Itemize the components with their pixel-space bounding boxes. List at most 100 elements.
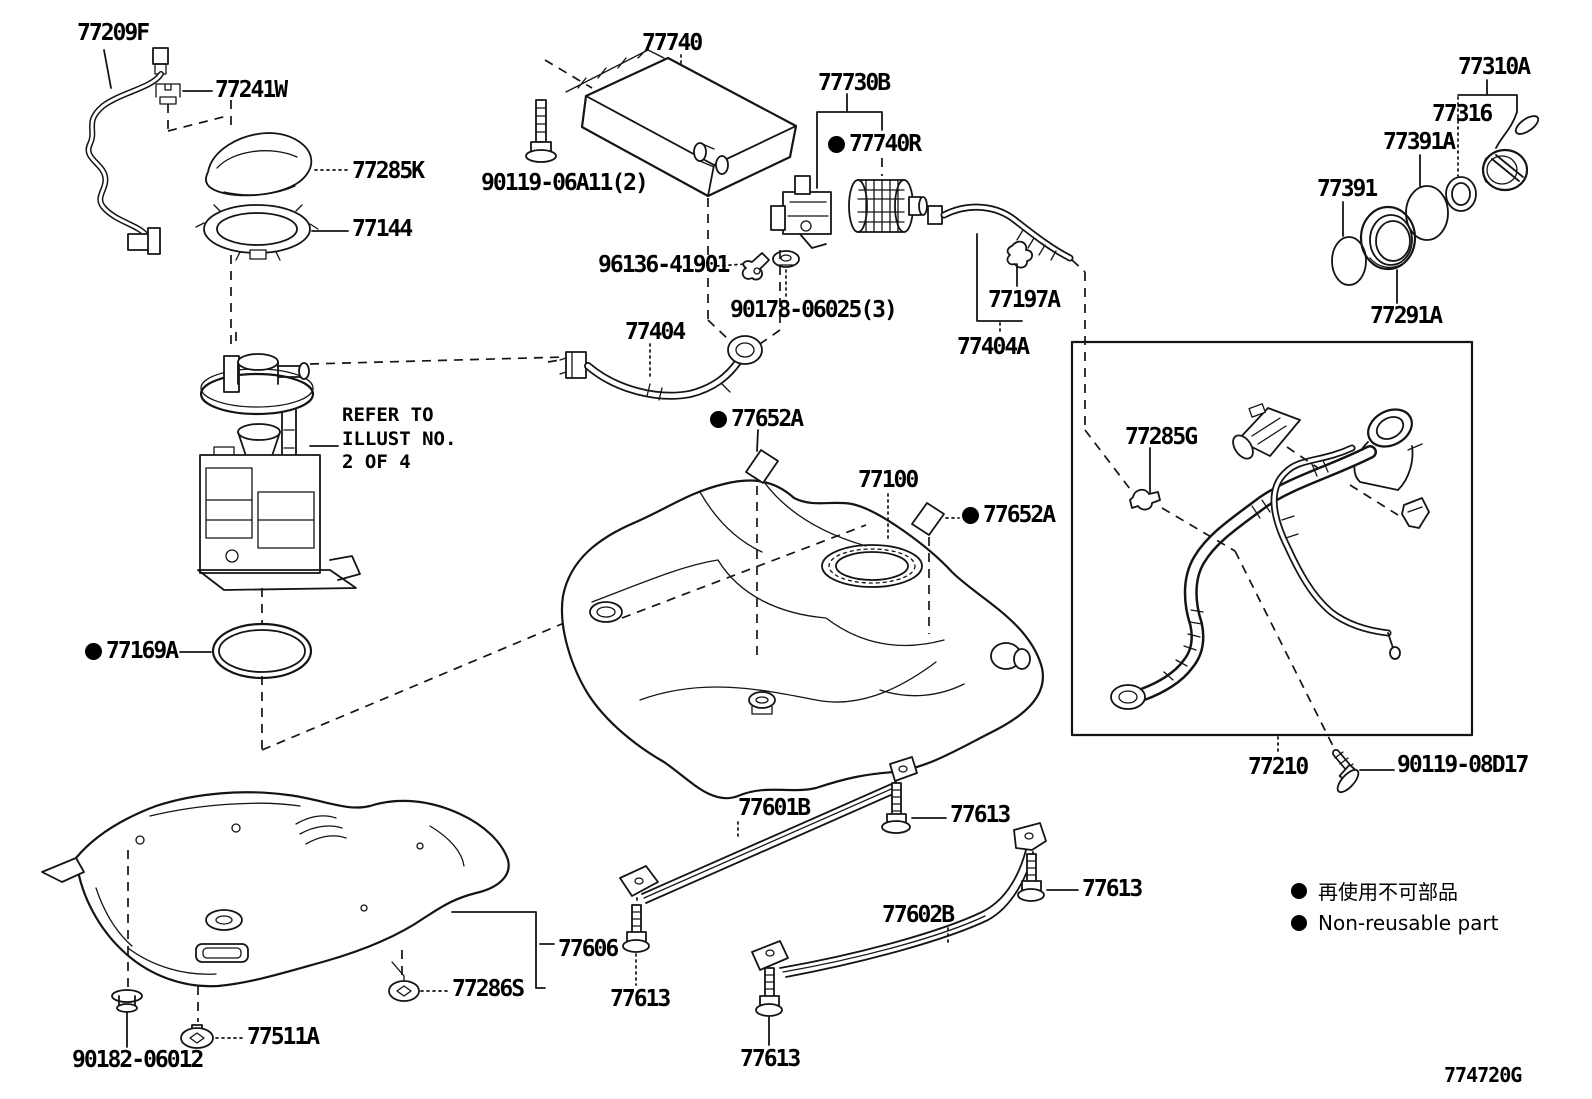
strap-77602B-icon [751, 822, 1047, 978]
part-label-77285K: 77285K [352, 158, 425, 184]
part-label-77602B: 77602B [882, 902, 955, 928]
part-label-77286S: 77286S [452, 976, 525, 1002]
legend-text: 再使用不可部品 [1318, 880, 1458, 904]
bolt-77613-c-icon [622, 897, 650, 986]
part-label-77100: 77100 [858, 467, 919, 493]
part-number-text: 77316 [1432, 101, 1493, 127]
bolt-90119-06A11-icon [525, 59, 593, 163]
part-number-text: 77404 [625, 319, 686, 345]
bolt-77613-b-icon [1017, 853, 1079, 902]
part-label-90119-08D17: 90119-08D17 [1397, 752, 1529, 778]
part-label-77730B: 77730B [818, 71, 891, 95]
part-label-77285G: 77285G [1125, 424, 1198, 450]
part-number-text: 90119-06A11(2) [481, 170, 649, 196]
fuel-cap-77310A-icon [1457, 79, 1540, 192]
clip-77286S-icon [388, 950, 449, 1002]
part-number-text: 90119-08D17 [1397, 752, 1529, 778]
part-label-77316: 77316 [1432, 101, 1493, 127]
part-label-77601B: 77601B [738, 795, 811, 821]
part-number-text: 90182-06012 [72, 1047, 204, 1073]
part-number-text: 77613 [950, 802, 1011, 828]
nut-90182-06012-icon [111, 850, 143, 1048]
part-label-77169A: 77169A [85, 639, 179, 663]
part-label-77740: 77740 [642, 30, 703, 56]
part-number-text: 77511A [247, 1024, 320, 1050]
part-number-text: 77285K [352, 158, 425, 184]
assembly-dashed [707, 198, 731, 342]
part-label-90182-06012: 90182-06012 [72, 1047, 204, 1073]
part-number-text: 77291A [1370, 303, 1443, 329]
part-number-text: 77613 [610, 986, 671, 1012]
part-number-text: 77286S [452, 976, 525, 1002]
part-label-90178-06025: 90178-06025(3) [730, 298, 898, 322]
part-label-77613-c: 77613 [610, 986, 671, 1012]
figure-code: 774720G [1444, 1063, 1522, 1087]
assembly-dashed [309, 356, 567, 365]
part-number-text: 77241W [215, 77, 288, 103]
oring-77391A-icon [1405, 154, 1449, 241]
part-number-text: 77391A [1383, 129, 1456, 155]
part-number-text: 77210 [1248, 754, 1309, 780]
valve-77730B-icon [770, 93, 883, 249]
part-label-77391: 77391 [1317, 176, 1378, 202]
part-label-77391A: 77391A [1383, 129, 1456, 155]
bolt-77613-a-icon [881, 782, 947, 834]
non-reusable-bullet [828, 136, 845, 154]
part-label-77740R: 77740R [828, 131, 922, 157]
gasket-77169A-icon [179, 622, 313, 680]
part-number-text: 77613 [740, 1046, 801, 1072]
part-number-text: 77740R [849, 131, 922, 157]
part-number-text: 77285G [1125, 424, 1198, 450]
pad-77652A-left-icon [745, 429, 779, 662]
strap-77601B-icon [619, 756, 918, 904]
part-number-text: 77391 [1317, 176, 1378, 202]
fuel-pipe-77209F-icon [85, 47, 169, 255]
shield-77285K-icon [205, 132, 349, 197]
part-number-text: 77144 [352, 216, 413, 242]
refer-note-line: REFER TO [342, 404, 434, 426]
non-reusable-bullet [1291, 882, 1307, 899]
clamp-77241W-icon [155, 83, 228, 132]
fuel-pump-module-icon [197, 332, 361, 750]
part-number-text: 77652A [983, 502, 1056, 528]
grommet-90178-icon [772, 250, 800, 297]
tank-shield-77606-icon [41, 791, 555, 989]
part-number-text: 77613 [1082, 876, 1143, 902]
canister-77740-icon [565, 49, 798, 198]
part-label-77613-d: 77613 [740, 1046, 801, 1072]
part-label-77613-a: 77613 [950, 802, 1011, 828]
part-label-77144: 77144 [352, 216, 413, 242]
part-label-77606: 77606 [558, 937, 619, 961]
clip-77511A-icon [180, 986, 244, 1049]
part-label-77404: 77404 [625, 319, 686, 345]
part-number-text: 77100 [858, 467, 919, 493]
part-number-text: 77601B [738, 795, 811, 821]
bolt-90119-08D17-icon [1277, 736, 1395, 794]
filter-77740R-icon [848, 179, 928, 233]
part-label-77511A: 77511A [247, 1024, 320, 1050]
assembly-dashed [261, 612, 589, 751]
non-reusable-bullet [962, 507, 979, 525]
part-label-77210: 77210 [1248, 754, 1309, 780]
part-label-77613-b: 77613 [1082, 876, 1143, 902]
part-label-77652A-left: 77652A [710, 406, 804, 432]
non-reusable-bullet [1291, 915, 1307, 931]
legend-row-non-reusable-ja: 再使用不可部品 [1291, 876, 1498, 905]
part-number-text: 77310A [1458, 54, 1531, 80]
tube-77404-icon [547, 335, 763, 401]
part-number-text: 77197A [988, 287, 1061, 313]
part-label-77652A-right: 77652A [962, 502, 1056, 528]
part-number-text: 77740 [642, 30, 703, 56]
part-label-77404A: 77404A [957, 335, 1030, 359]
part-label-77209F: 77209F [77, 20, 150, 46]
filler-pipe-box [1070, 340, 1474, 753]
bezel-77291A-icon [1359, 205, 1417, 304]
part-label-77291A: 77291A [1370, 303, 1443, 329]
part-number-text: 77602B [882, 902, 955, 928]
part-number-text: 77652A [731, 406, 804, 432]
part-label-77241W: 77241W [215, 77, 288, 103]
clamp-96136-icon [716, 252, 770, 281]
part-number-text: 77209F [77, 20, 150, 46]
